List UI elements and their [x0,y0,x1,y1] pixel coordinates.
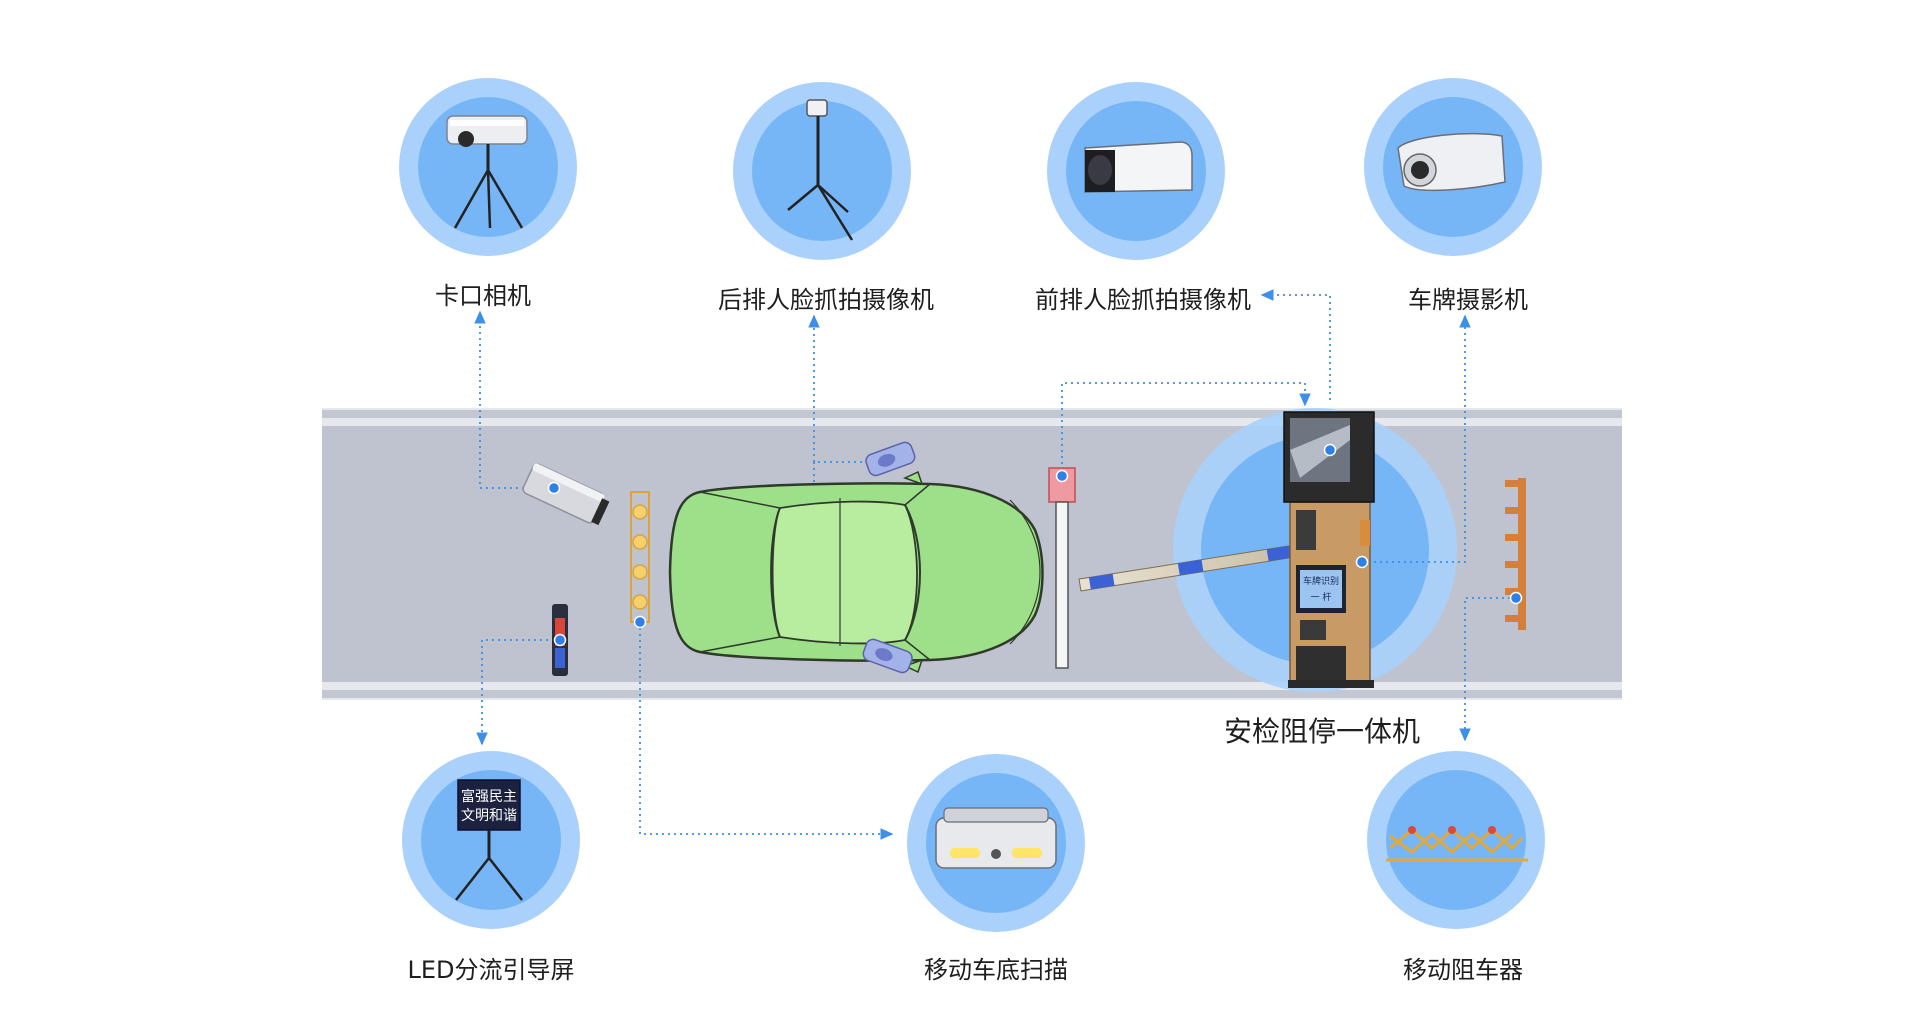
connector-plate [1362,314,1471,563]
node-pole [1055,469,1069,483]
label-plate-camera: 车牌摄影机 [1408,286,1528,314]
undercar-scanner-icon [935,807,1057,869]
car-top-view-icon [668,470,1044,674]
rear-face-camera-card [733,82,911,260]
label-led-screen: LED分流引导屏 [407,956,575,984]
connector-nodes [547,443,1523,647]
node-road-camera [547,481,561,495]
node-bollard [633,615,647,629]
road-blocker-icon [1386,826,1528,862]
node-kiosk-camera [1323,443,1337,457]
kiosk-screen-line2: 一 杆 [1311,591,1332,603]
led-screen-card: 富强民主 文明和谐 [402,751,580,929]
undercar-scanner-card [907,754,1085,932]
node-blocker [1509,591,1523,605]
connector-led [476,639,560,746]
connector-undercar [639,622,894,840]
label-road-blocker: 移动阻车器 [1403,956,1523,984]
connector-front-face [1260,289,1331,400]
led-screen-line2: 文明和谐 [461,808,517,824]
label-integrated-kiosk: 安检阻停一体机 [1223,715,1421,748]
barrier-arm-icon [1078,544,1299,592]
housing-camera-icon [1397,132,1506,192]
plate-camera-card [1364,78,1542,256]
bullet-camera-icon [1084,141,1193,193]
tripod-small-camera-icon [787,99,854,241]
kiosk-screen-line1: 车牌识别 [1303,575,1339,587]
node-kiosk [1355,555,1369,569]
label-rear-face-camera: 后排人脸抓拍摄像机 [718,286,934,314]
camera-pole-icon [1048,467,1076,669]
node-led-sign [553,633,567,647]
bollard-column-icon [630,491,650,623]
road-blocker-card [1367,751,1545,929]
rear-face-camera-bottom-icon [862,638,913,674]
label-front-face-camera: 前排人脸抓拍摄像机 [1035,286,1251,314]
label-undercar-scanner: 移动车底扫描 [924,956,1068,984]
tripod-box-camera-icon [446,115,528,229]
connector-blocker [1459,597,1516,742]
integrated-kiosk-icon: 车牌识别 一 杆 [1283,411,1375,688]
rear-face-camera-top-icon [865,441,916,477]
led-screen-tripod-icon: 富强民主 文明和谐 [455,779,523,901]
road-box-camera-icon [522,463,610,526]
led-screen-line1: 富强民主 [461,788,517,805]
front-face-camera-card [1047,82,1225,260]
road-blocker-on-road-icon [1505,478,1526,630]
kakou-camera-card [399,78,577,256]
label-kakou-camera: 卡口相机 [435,282,531,310]
